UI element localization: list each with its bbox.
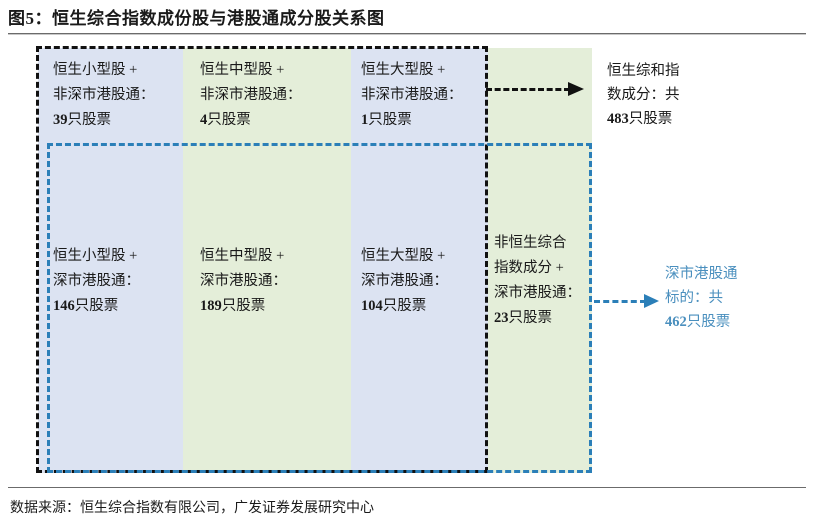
annotation-hsci-total: 恒生综和指 数成分：共 483只股票: [607, 59, 680, 131]
annotation-line-2: 标的：共: [665, 290, 723, 306]
cell-small-sz-connect: 恒生小型股 + 深市港股通： 146只股票: [53, 244, 140, 319]
cell-count: 4: [200, 112, 208, 128]
shenzhen-connect-arrow-line: [594, 300, 646, 303]
cell-count: 1: [361, 112, 369, 128]
cell-line-1: 非恒生综合: [494, 235, 567, 251]
cell-line-1: 恒生小型股 +: [53, 248, 138, 264]
cell-line-1: 恒生中型股 +: [200, 62, 285, 78]
cell-line-4: 23只股票: [494, 306, 581, 331]
cell-line-3: 深市港股通：: [494, 285, 581, 301]
cell-count: 39: [53, 112, 68, 128]
cell-unit: 只股票: [74, 298, 119, 314]
cell-line-3: 4只股票: [200, 108, 302, 133]
cell-line-3: 146只股票: [53, 294, 140, 319]
cell-unit: 只股票: [207, 112, 251, 128]
cell-count: 104: [361, 298, 383, 314]
cell-line-2: 深市港股通：: [361, 273, 448, 289]
hsci-arrow-head-icon: [568, 82, 584, 96]
source-note: 数据来源：恒生综合指数有限公司，广发证券发展研究中心: [10, 501, 374, 516]
annotation-line-3: 462只股票: [665, 310, 738, 334]
cell-line-2: 指数成分 +: [494, 260, 564, 276]
cell-line-2: 非深市港股通：: [200, 87, 302, 103]
cell-unit: 只股票: [221, 298, 266, 314]
cell-unit: 只股票: [67, 112, 112, 128]
hsci-arrow-line: [486, 88, 570, 91]
cell-line-1: 恒生小型股 +: [53, 62, 138, 78]
cell-line-2: 非深市港股通：: [361, 87, 463, 103]
annotation-line-2: 数成分：共: [607, 87, 680, 103]
cell-small-non-connect: 恒生小型股 + 非深市港股通： 39只股票: [53, 58, 155, 133]
cell-line-3: 1只股票: [361, 108, 463, 133]
cell-count: 189: [200, 298, 222, 314]
cell-unit: 只股票: [382, 298, 427, 314]
cell-non-hsci-sz-connect: 非恒生综合 指数成分 + 深市港股通： 23只股票: [494, 231, 581, 331]
cell-mid-non-connect: 恒生中型股 + 非深市港股通： 4只股票: [200, 58, 302, 133]
annotation-line-3: 483只股票: [607, 107, 680, 131]
annotation-line-1: 深市港股通: [665, 266, 738, 282]
cell-mid-sz-connect: 恒生中型股 + 深市港股通： 189只股票: [200, 244, 287, 319]
cell-count: 146: [53, 298, 75, 314]
cell-large-non-connect: 恒生大型股 + 非深市港股通： 1只股票: [361, 58, 463, 133]
relationship-diagram: 恒生小型股 + 非深市港股通： 39只股票 恒生中型股 + 非深市港股通： 4只…: [0, 36, 814, 476]
cell-line-3: 104只股票: [361, 294, 448, 319]
annotation-count: 462: [665, 314, 687, 330]
cell-line-2: 非深市港股通：: [53, 87, 155, 103]
column-block-hsi-large: [351, 48, 488, 473]
cell-line-1: 恒生中型股 +: [200, 248, 285, 264]
shenzhen-connect-arrow-head-icon: [644, 294, 659, 308]
annotation-unit: 只股票: [686, 314, 731, 330]
annotation-shenzhen-connect-total: 深市港股通 标的：共 462只股票: [665, 262, 738, 334]
cell-count: 23: [494, 310, 509, 326]
cell-line-3: 39只股票: [53, 108, 155, 133]
cell-line-1: 恒生大型股 +: [361, 248, 446, 264]
cell-line-2: 深市港股通：: [200, 273, 287, 289]
cell-line-3: 189只股票: [200, 294, 287, 319]
annotation-unit: 只股票: [628, 111, 673, 127]
footer-divider: [8, 487, 806, 488]
title-divider: [8, 33, 806, 35]
cell-unit: 只股票: [508, 310, 553, 326]
cell-unit: 只股票: [368, 112, 412, 128]
cell-line-1: 恒生大型股 +: [361, 62, 446, 78]
cell-line-2: 深市港股通：: [53, 273, 140, 289]
page-title: 图5：恒生综合指数成份股与港股通成分股关系图: [8, 9, 385, 28]
annotation-line-1: 恒生综和指: [607, 63, 680, 79]
column-block-hsi-mid: [183, 48, 351, 473]
annotation-count: 483: [607, 111, 629, 127]
column-block-non-hsci: [488, 48, 592, 473]
cell-large-sz-connect: 恒生大型股 + 深市港股通： 104只股票: [361, 244, 448, 319]
column-block-hsi-small: [38, 48, 183, 473]
